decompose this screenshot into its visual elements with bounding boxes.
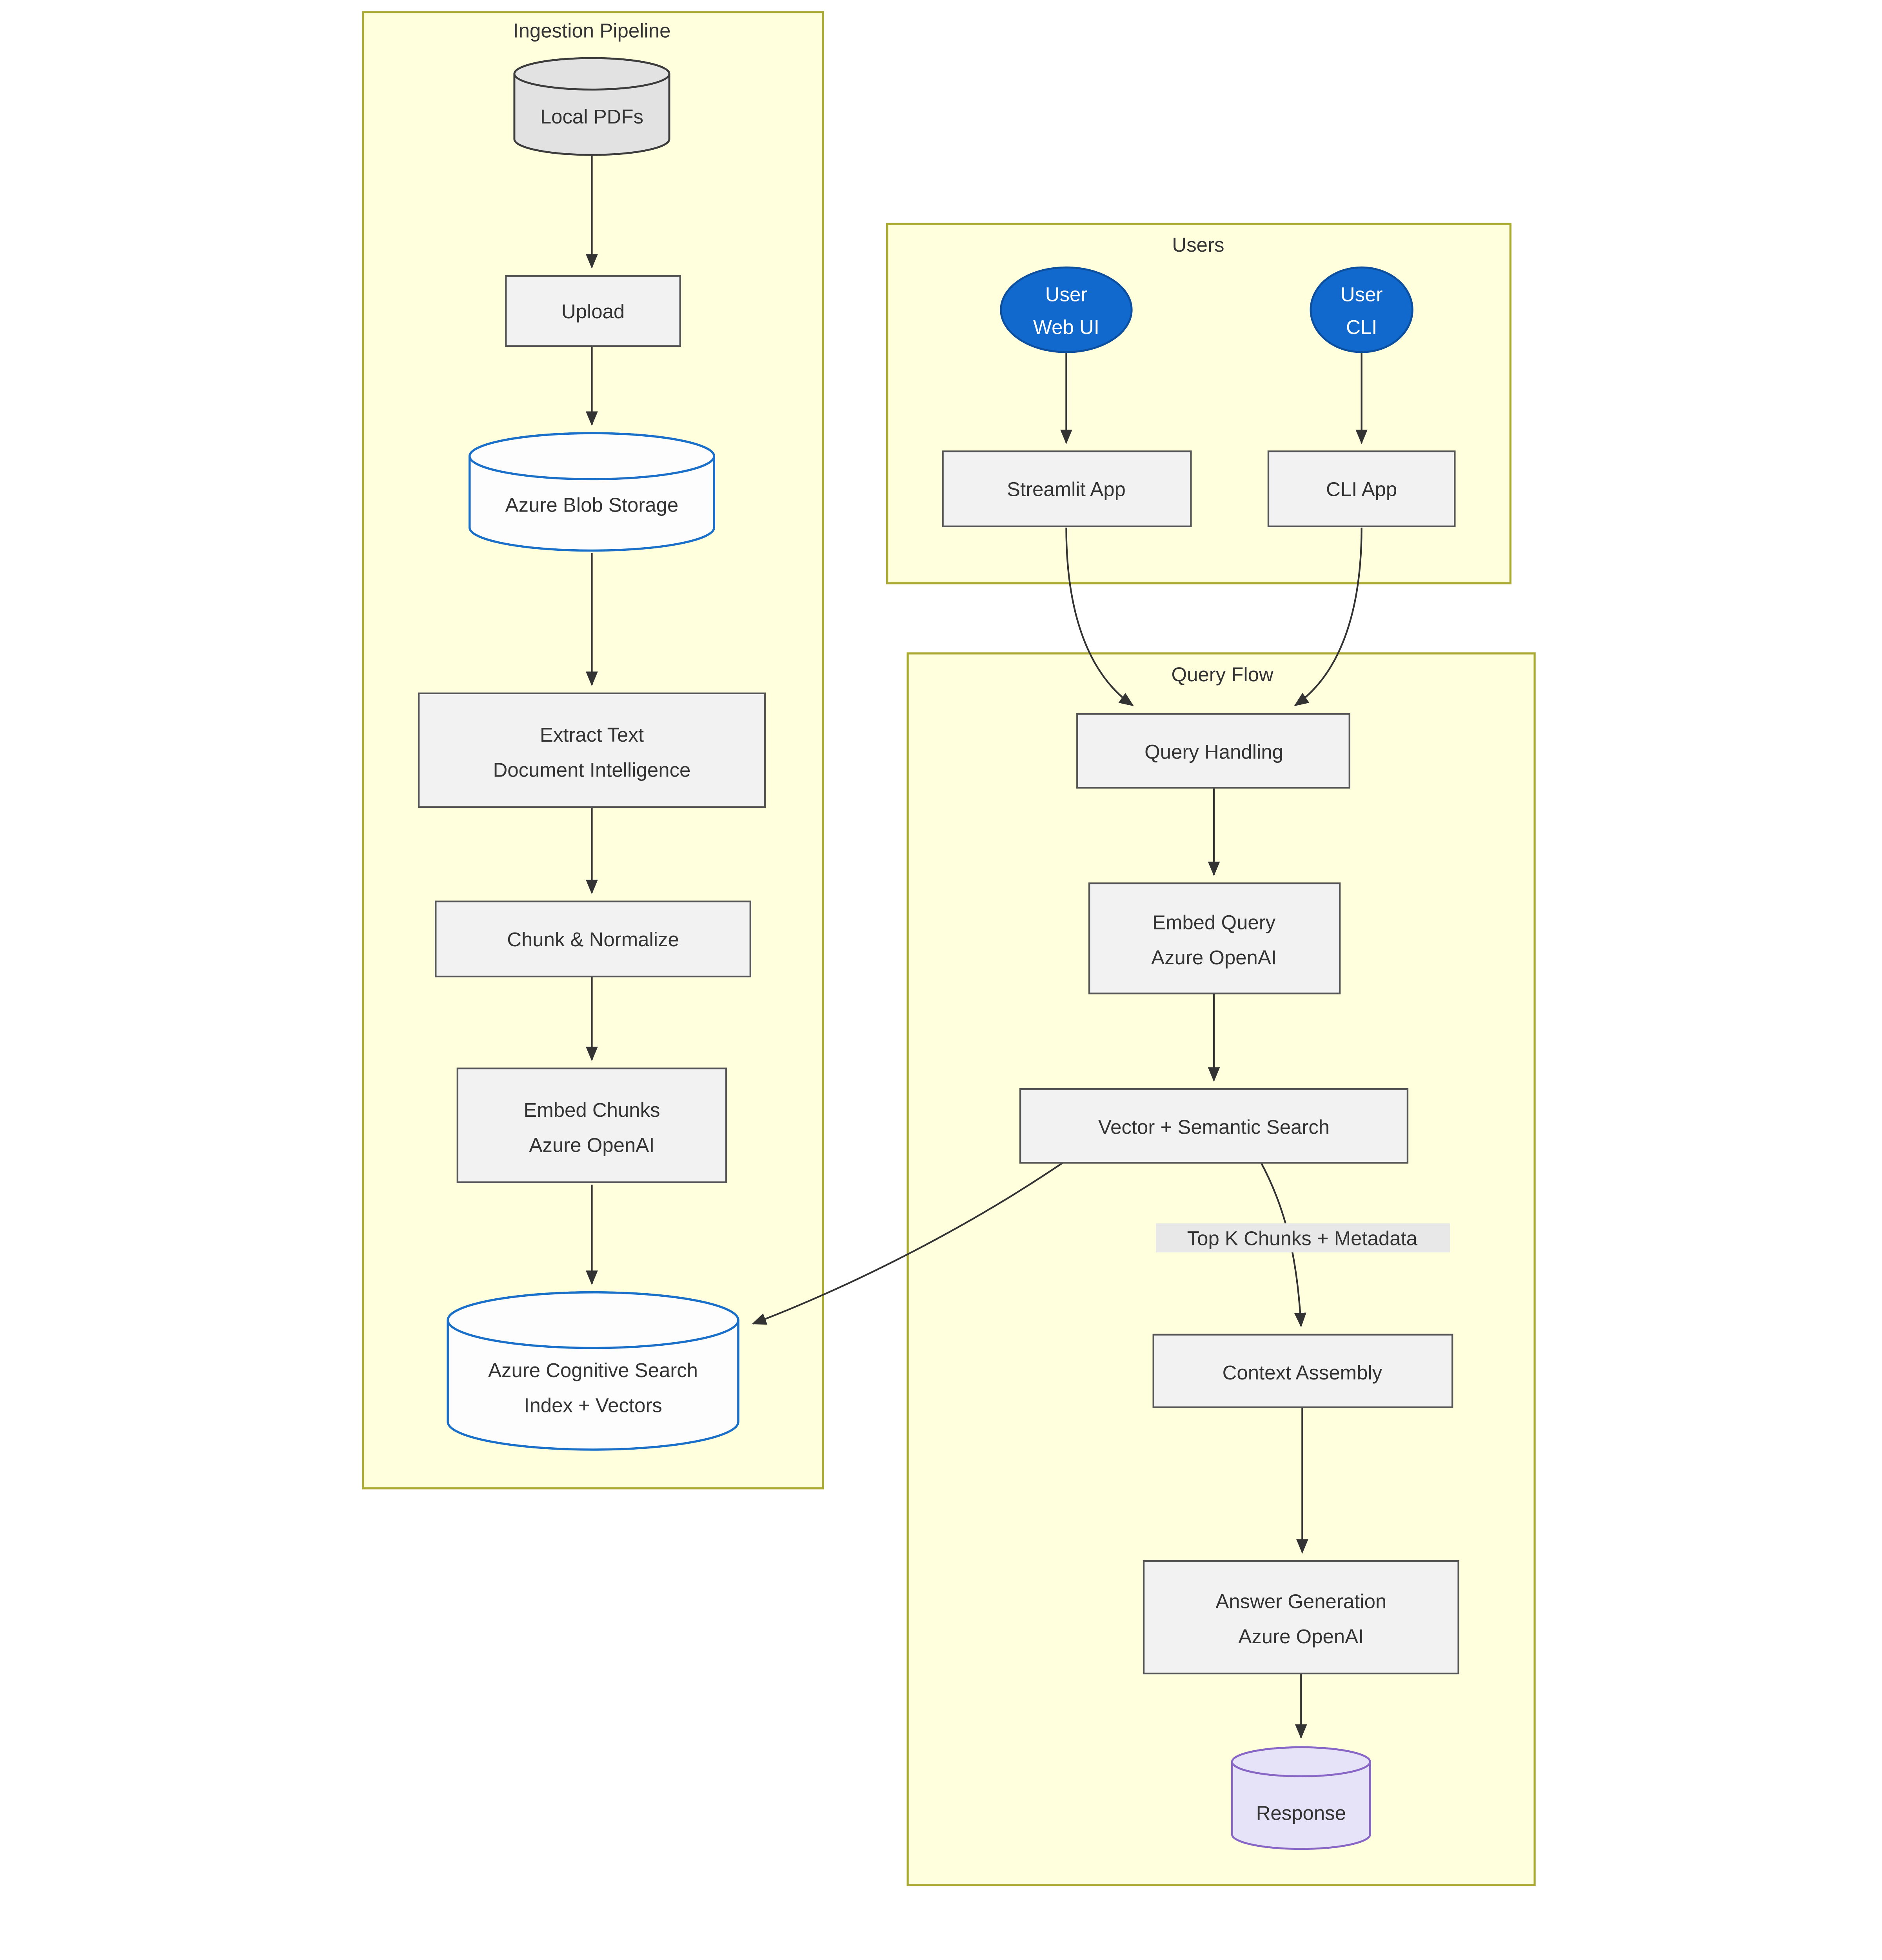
node-streamlit-app-label: Streamlit App bbox=[1007, 478, 1126, 501]
node-answer-generation: Answer Generation Azure OpenAI bbox=[1143, 1560, 1459, 1675]
node-embed-query-line2: Azure OpenAI bbox=[1151, 946, 1277, 969]
node-extract-text: Extract Text Document Intelligence bbox=[418, 692, 766, 808]
node-context-assembly: Context Assembly bbox=[1152, 1334, 1453, 1408]
node-azure-blob-storage-label: Azure Blob Storage bbox=[505, 494, 679, 516]
node-upload: Upload bbox=[505, 275, 681, 347]
node-user-cli-line1: User bbox=[1341, 283, 1383, 306]
node-query-handling: Query Handling bbox=[1076, 713, 1350, 789]
node-streamlit-app: Streamlit App bbox=[942, 450, 1192, 527]
node-azure-cognitive-search-line1: Azure Cognitive Search bbox=[488, 1359, 698, 1381]
node-azure-cognitive-search: Azure Cognitive Search Index + Vectors bbox=[447, 1291, 739, 1451]
container-ingestion-title: Ingestion Pipeline bbox=[513, 20, 670, 42]
edge-vectorsearch-cognitive bbox=[752, 1162, 1063, 1325]
node-chunk-normalize: Chunk & Normalize bbox=[435, 900, 751, 978]
node-embed-chunks: Embed Chunks Azure OpenAI bbox=[456, 1067, 727, 1183]
edge-label-top-k-text: Top K Chunks + Metadata bbox=[1187, 1227, 1418, 1249]
node-embed-chunks-line2: Azure OpenAI bbox=[529, 1134, 655, 1156]
node-azure-blob-storage: Azure Blob Storage bbox=[468, 432, 715, 552]
container-query-flow: Query Flow bbox=[906, 652, 1536, 1886]
node-query-handling-label: Query Handling bbox=[1144, 740, 1283, 763]
node-upload-label: Upload bbox=[561, 300, 625, 323]
node-cli-app-label: CLI App bbox=[1326, 478, 1397, 501]
edge-streamlit-queryhandling bbox=[1065, 527, 1134, 706]
edge-cliapp-queryhandling bbox=[1294, 527, 1362, 706]
node-chunk-normalize-label: Chunk & Normalize bbox=[507, 928, 679, 951]
node-extract-text-line1: Extract Text bbox=[540, 724, 644, 746]
node-vector-semantic-search-label: Vector + Semantic Search bbox=[1098, 1116, 1330, 1138]
node-response-label: Response bbox=[1256, 1802, 1346, 1824]
node-embed-chunks-line1: Embed Chunks bbox=[523, 1099, 660, 1121]
node-embed-query-line1: Embed Query bbox=[1152, 911, 1276, 934]
node-cli-app: CLI App bbox=[1267, 450, 1456, 527]
container-users-title: Users bbox=[1172, 234, 1224, 256]
node-extract-text-line2: Document Intelligence bbox=[493, 759, 691, 781]
node-azure-cognitive-search-line2: Index + Vectors bbox=[524, 1394, 662, 1416]
node-answer-generation-line2: Azure OpenAI bbox=[1238, 1625, 1364, 1648]
node-user-web-ui-line1: User bbox=[1045, 283, 1088, 306]
node-local-pdfs: Local PDFs bbox=[513, 57, 670, 156]
edges bbox=[586, 155, 1368, 1739]
node-user-web-ui-line2: Web UI bbox=[1033, 316, 1099, 338]
node-response: Response bbox=[1231, 1746, 1371, 1850]
node-user-cli: User CLI bbox=[1310, 266, 1413, 353]
node-context-assembly-label: Context Assembly bbox=[1223, 1361, 1382, 1384]
container-users: Users bbox=[886, 223, 1511, 584]
node-answer-generation-line1: Answer Generation bbox=[1215, 1590, 1386, 1612]
node-user-web-ui: User Web UI bbox=[1000, 266, 1133, 353]
node-vector-semantic-search: Vector + Semantic Search bbox=[1019, 1088, 1409, 1164]
node-embed-query: Embed Query Azure OpenAI bbox=[1088, 882, 1341, 995]
node-local-pdfs-label: Local PDFs bbox=[540, 105, 643, 128]
node-user-cli-line2: CLI bbox=[1346, 316, 1377, 338]
container-query-flow-title: Query Flow bbox=[1171, 663, 1273, 686]
edge-label-top-k: Top K Chunks + Metadata bbox=[1155, 1223, 1450, 1252]
